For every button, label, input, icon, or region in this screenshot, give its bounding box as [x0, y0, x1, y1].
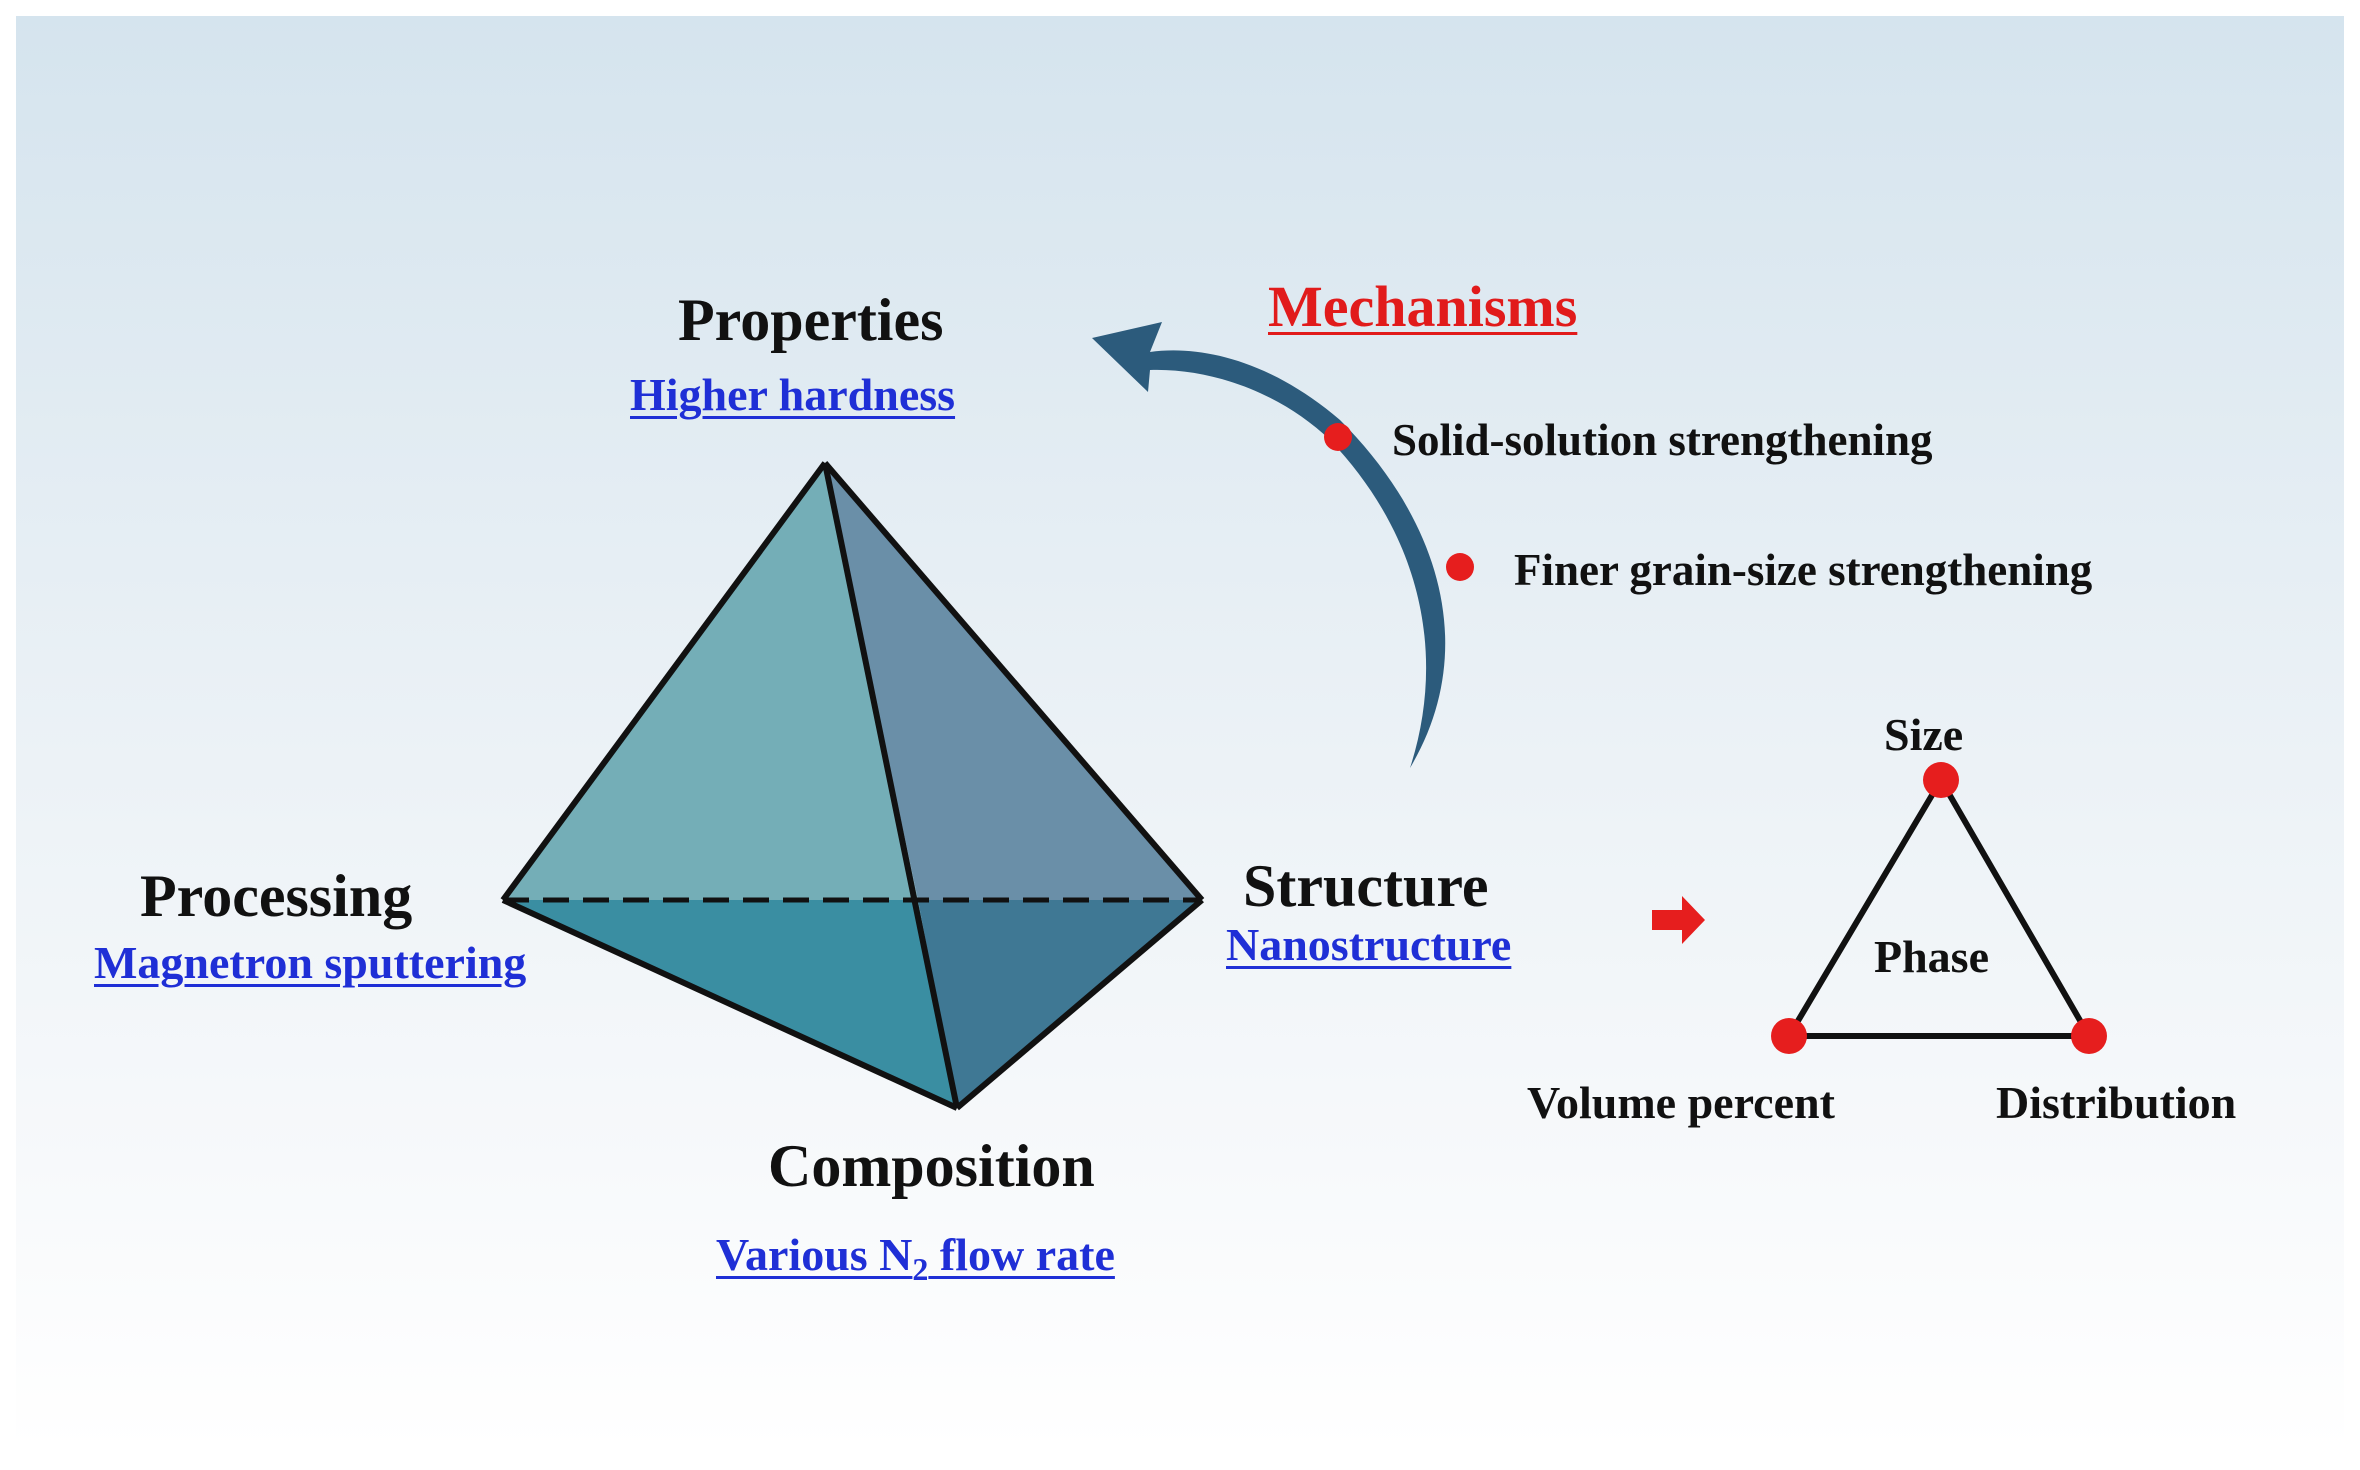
red-arrow-icon [1652, 896, 1705, 944]
phase-triangle [1786, 777, 2092, 1039]
phase-center-label: Phase [1874, 931, 1989, 982]
structure-detail: Nanostructure [1226, 919, 1512, 970]
properties-detail: Higher hardness [630, 369, 956, 420]
composition-title: Composition [768, 1133, 1095, 1199]
properties-title: Properties [678, 287, 944, 353]
tetra-face-left [503, 463, 918, 900]
composition-detail-suffix: flow rate [928, 1229, 1115, 1280]
phase-dot-distribution [2071, 1018, 2107, 1054]
mechanism-bullet-2 [1446, 553, 1474, 581]
mechanism-item-1: Solid-solution strengthening [1392, 415, 1933, 465]
curved-arrow [1092, 322, 1446, 768]
mechanism-bullet-1 [1324, 423, 1352, 451]
background-panel [16, 16, 2344, 1450]
mechanism-item-2: Finer grain-size strengthening [1514, 545, 2093, 595]
phase-distribution-label: Distribution [1996, 1077, 2237, 1128]
tetra-face-bottom-right [918, 900, 1202, 1108]
composition-detail: Various N2 flow rate [716, 1229, 1115, 1288]
composition-detail-subscript: 2 [912, 1251, 929, 1288]
phase-volume-label: Volume percent [1527, 1077, 1835, 1128]
mechanisms-title: Mechanisms [1268, 274, 1578, 339]
processing-title: Processing [140, 863, 413, 929]
phase-dot-volume [1771, 1018, 1807, 1054]
phase-dot-size [1923, 762, 1959, 798]
processing-detail: Magnetron sputtering [94, 937, 527, 988]
phase-size-label: Size [1884, 709, 1964, 760]
structure-title: Structure [1243, 853, 1489, 919]
tetra-edges [500, 461, 1205, 1111]
composition-detail-prefix: Various N [716, 1229, 913, 1280]
